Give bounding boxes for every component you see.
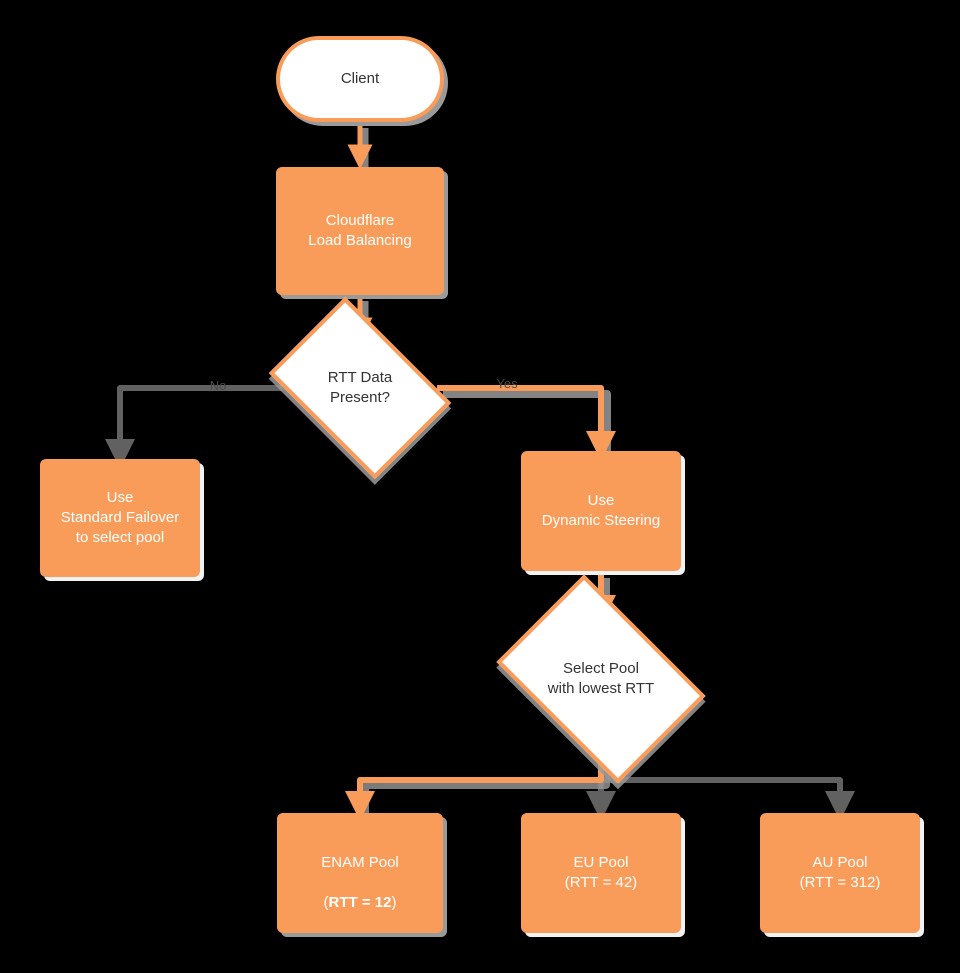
node-cloudflare-load-balancing-label: Cloudflare Load Balancing [308,212,412,249]
edge-label-no: No [209,378,227,393]
node-client[interactable]: Client [276,36,444,122]
node-au-pool-label: AU Pool (RTT = 312) [799,854,881,891]
edge-label-yes: Yes [496,376,518,391]
node-eu-pool[interactable]: EU Pool (RTT = 42) [521,813,681,933]
node-enam-pool-rtt-suffix: ) [391,893,397,911]
node-enam-pool-rtt-value: RTT = 12 [328,893,392,911]
node-au-pool[interactable]: AU Pool (RTT = 312) [760,813,920,933]
node-client-label: Client [340,70,380,88]
node-rtt-data-present[interactable]: RTT Data Present? [268,296,452,480]
node-enam-pool-label-line1: ENAM Pool [321,854,399,872]
node-enam-pool[interactable]: ENAM Pool (RTT = 12) [277,813,443,933]
node-select-pool[interactable]: Select Pool with lowest RTT [496,574,706,784]
node-cloudflare-load-balancing[interactable]: Cloudflare Load Balancing [276,167,444,295]
node-dynamic-steering-label: Use Dynamic Steering [541,492,661,529]
edge-rtt-to-dynamic-steering [437,385,616,461]
node-standard-failover[interactable]: Use Standard Failover to select pool [40,459,200,577]
node-eu-pool-label: EU Pool (RTT = 42) [564,854,638,891]
node-enam-pool-label: ENAM Pool (RTT = 12) [321,833,399,912]
node-enam-pool-rtt-prefix: ( [323,893,329,911]
edge-client-to-lb [347,122,373,170]
node-dynamic-steering[interactable]: Use Dynamic Steering [521,451,681,571]
node-standard-failover-label: Use Standard Failover to select pool [60,489,180,546]
edge-rtt-to-standard-failover [105,385,283,469]
edge-select-pool-to-enam-pool [345,745,610,821]
